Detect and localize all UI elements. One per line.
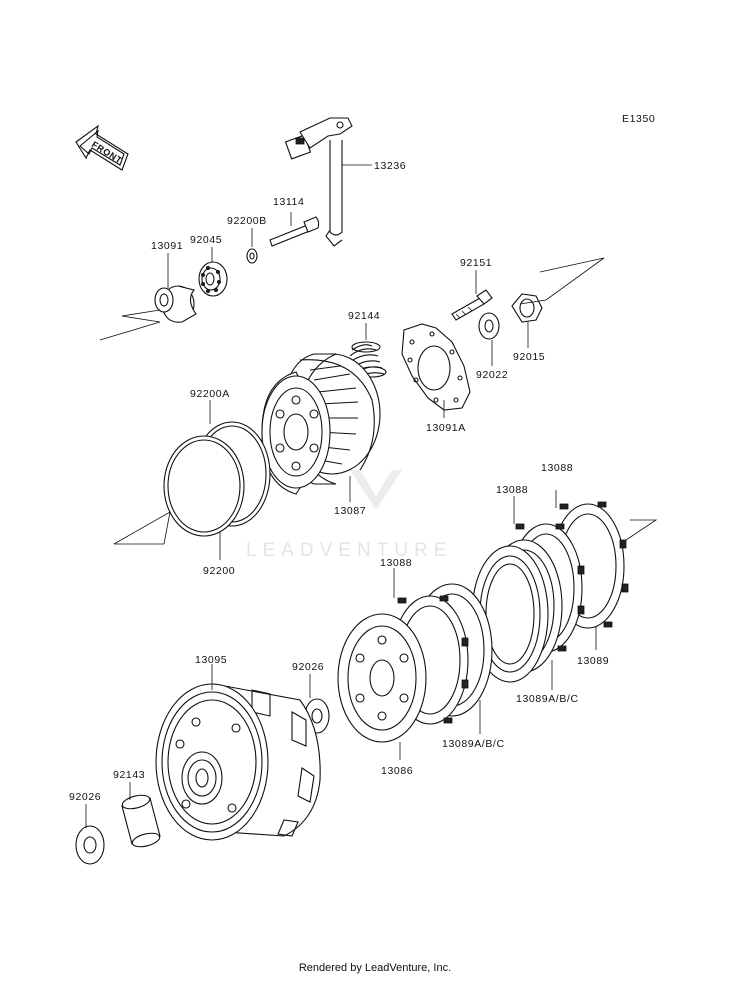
label-92144: 92144 <box>348 310 380 322</box>
label-13236: 13236 <box>374 160 406 172</box>
o-ring-92200 <box>163 435 245 537</box>
label-92015: 92015 <box>513 351 545 363</box>
label-13091a: 13091A <box>426 422 466 434</box>
label-92026-low: 92026 <box>69 791 101 803</box>
label-92200: 92200 <box>203 565 235 577</box>
label-13086: 13086 <box>381 765 413 777</box>
label-13088-mid: 13088 <box>496 484 528 496</box>
label-13089abc-2: 13089A/B/C <box>442 738 505 750</box>
leadventure-watermark: LEADVENTURE <box>246 470 452 561</box>
label-13089abc-1: 13089A/B/C <box>516 693 579 705</box>
label-13087: 13087 <box>334 505 366 517</box>
bearing-92045 <box>198 261 228 297</box>
label-92045: 92045 <box>190 234 222 246</box>
diagram-code: E1350 <box>622 113 655 125</box>
washer-92022 <box>478 312 500 340</box>
axis-line-right-top <box>519 257 605 305</box>
axis-line-left-top <box>99 309 161 341</box>
label-13088-low: 13088 <box>380 557 412 569</box>
label-13088-top: 13088 <box>541 462 573 474</box>
sleeve-92143 <box>121 794 161 848</box>
bolt-92151 <box>451 289 493 321</box>
axis-line-right-mid <box>625 519 658 541</box>
washer-92026-low <box>75 825 105 865</box>
cap-13091 <box>154 285 197 323</box>
release-shaft-13236 <box>284 117 353 247</box>
front-arrow-icon: FRONT <box>75 124 129 171</box>
label-92022: 92022 <box>476 369 508 381</box>
label-92200a: 92200A <box>190 388 230 400</box>
label-13114: 13114 <box>273 196 304 208</box>
clutch-plate-13086 <box>337 613 427 743</box>
o-ring-92200b <box>246 248 258 264</box>
label-13095: 13095 <box>195 654 227 666</box>
watermark-text: LEADVENTURE <box>246 540 452 561</box>
clutch-housing-13095 <box>155 683 321 841</box>
axis-line-left-mid <box>113 511 171 545</box>
label-92143: 92143 <box>113 769 145 781</box>
push-rod-13114 <box>269 216 320 247</box>
label-13089: 13089 <box>577 655 609 667</box>
label-92026-mid: 92026 <box>292 661 324 673</box>
nut-92015 <box>511 293 543 323</box>
label-13091: 13091 <box>151 240 183 252</box>
clutch-springs-92144 <box>349 341 387 379</box>
label-92200b: 92200B <box>227 215 267 227</box>
footer-credit: Rendered by LeadVenture, Inc. <box>298 962 452 974</box>
label-92151: 92151 <box>460 257 492 269</box>
clutch-hub-13087 <box>261 353 381 495</box>
pressure-plate-13091a <box>401 323 471 411</box>
